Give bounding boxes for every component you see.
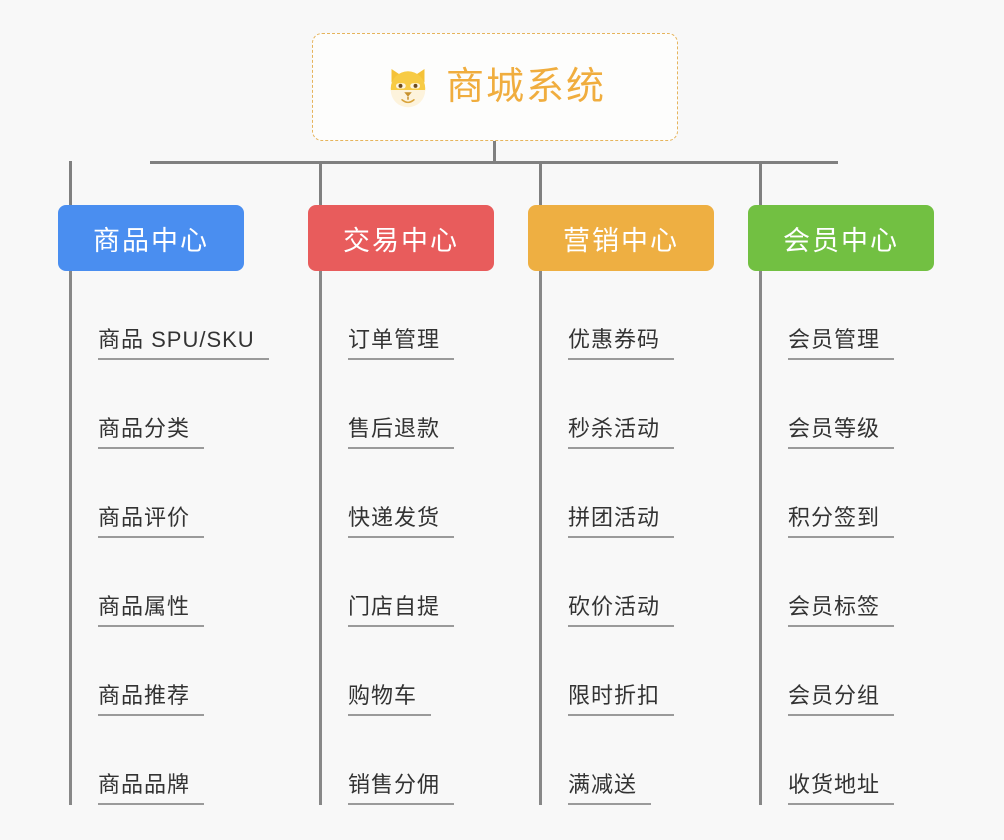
leaf-item[interactable]: 购物车 [308, 627, 494, 716]
leaf-label: 门店自提 [348, 594, 455, 627]
leaf-item[interactable]: 会员分组 [748, 627, 934, 716]
leaf-label: 秒杀活动 [568, 416, 675, 449]
connector-horizontal-bus [150, 161, 838, 164]
leaf-item[interactable]: 商品分类 [58, 360, 244, 449]
branch-member-center: 会员中心会员管理会员等级积分签到会员标签会员分组收货地址 [748, 205, 934, 805]
dog-face-icon [384, 63, 432, 111]
leaf-list-member-center: 会员管理会员等级积分签到会员标签会员分组收货地址 [748, 271, 934, 805]
leaf-list-trade-center: 订单管理售后退款快递发货门店自提购物车销售分佣 [308, 271, 494, 805]
leaf-label: 积分签到 [788, 505, 895, 538]
leaf-label: 限时折扣 [568, 683, 675, 716]
leaf-item[interactable]: 商品品牌 [58, 716, 244, 805]
leaf-item[interactable]: 商品属性 [58, 538, 244, 627]
leaf-label: 快递发货 [348, 505, 455, 538]
branch-header-trade-center[interactable]: 交易中心 [308, 205, 494, 271]
leaf-label: 商品评价 [98, 505, 205, 538]
leaf-item[interactable]: 限时折扣 [528, 627, 714, 716]
connector-drop-trade-center [319, 161, 322, 207]
leaf-list-product-center: 商品 SPU/SKU 商品分类商品评价商品属性商品推荐商品品牌 [58, 271, 269, 805]
branch-header-label: 营销中心 [563, 225, 679, 256]
branch-marketing-center: 营销中心优惠券码秒杀活动拼团活动砍价活动限时折扣满减送 [528, 205, 714, 805]
leaf-item[interactable]: 会员标签 [748, 538, 934, 627]
leaf-item[interactable]: 收货地址 [748, 716, 934, 805]
leaf-item[interactable]: 销售分佣 [308, 716, 494, 805]
leaf-item[interactable]: 商品推荐 [58, 627, 244, 716]
leaf-item[interactable]: 拼团活动 [528, 449, 714, 538]
leaf-label: 商品属性 [98, 594, 205, 627]
leaf-label: 满减送 [568, 772, 652, 805]
leaf-item[interactable]: 会员管理 [748, 271, 934, 360]
leaf-label: 会员管理 [788, 327, 895, 360]
leaf-label: 会员标签 [788, 594, 895, 627]
leaf-item[interactable]: 门店自提 [308, 538, 494, 627]
leaf-label: 优惠券码 [568, 327, 675, 360]
leaf-item[interactable]: 订单管理 [308, 271, 494, 360]
branch-header-label: 商品中心 [93, 225, 209, 256]
root-node[interactable]: 商城系统 [312, 33, 678, 141]
branch-product-center: 商品中心商品 SPU/SKU 商品分类商品评价商品属性商品推荐商品品牌 [58, 205, 269, 805]
branch-spine-product-center [69, 271, 72, 805]
branch-header-marketing-center[interactable]: 营销中心 [528, 205, 714, 271]
leaf-item[interactable]: 会员等级 [748, 360, 934, 449]
leaf-item[interactable]: 砍价活动 [528, 538, 714, 627]
branch-spine-trade-center [319, 271, 322, 805]
connector-drop-member-center [759, 161, 762, 207]
branch-trade-center: 交易中心订单管理售后退款快递发货门店自提购物车销售分佣 [308, 205, 494, 805]
leaf-item[interactable]: 商品 SPU/SKU [58, 271, 269, 360]
leaf-label: 商品品牌 [98, 772, 205, 805]
branch-spine-member-center [759, 271, 762, 805]
connector-root-vertical [493, 141, 496, 163]
leaf-label: 售后退款 [348, 416, 455, 449]
leaf-label: 销售分佣 [348, 772, 455, 805]
leaf-item[interactable]: 积分签到 [748, 449, 934, 538]
leaf-item[interactable]: 满减送 [528, 716, 714, 805]
connector-drop-product-center [69, 161, 72, 207]
leaf-label: 会员分组 [788, 683, 895, 716]
branch-header-label: 会员中心 [783, 225, 899, 256]
leaf-item[interactable]: 售后退款 [308, 360, 494, 449]
leaf-item[interactable]: 秒杀活动 [528, 360, 714, 449]
branch-header-product-center[interactable]: 商品中心 [58, 205, 244, 271]
leaf-item[interactable]: 优惠券码 [528, 271, 714, 360]
root-title: 商城系统 [445, 66, 606, 108]
branch-spine-marketing-center [539, 271, 542, 805]
leaf-label: 商品推荐 [98, 683, 205, 716]
branch-header-label: 交易中心 [343, 225, 459, 256]
leaf-label: 拼团活动 [568, 505, 675, 538]
leaf-label: 商品 SPU/SKU [98, 327, 269, 360]
leaf-label: 购物车 [348, 683, 432, 716]
leaf-item[interactable]: 快递发货 [308, 449, 494, 538]
leaf-list-marketing-center: 优惠券码秒杀活动拼团活动砍价活动限时折扣满减送 [528, 271, 714, 805]
leaf-label: 会员等级 [788, 416, 895, 449]
leaf-label: 商品分类 [98, 416, 205, 449]
leaf-label: 订单管理 [348, 327, 455, 360]
leaf-label: 砍价活动 [568, 594, 675, 627]
branch-header-member-center[interactable]: 会员中心 [748, 205, 934, 271]
leaf-item[interactable]: 商品评价 [58, 449, 244, 538]
leaf-label: 收货地址 [788, 772, 895, 805]
connector-drop-marketing-center [539, 161, 542, 207]
